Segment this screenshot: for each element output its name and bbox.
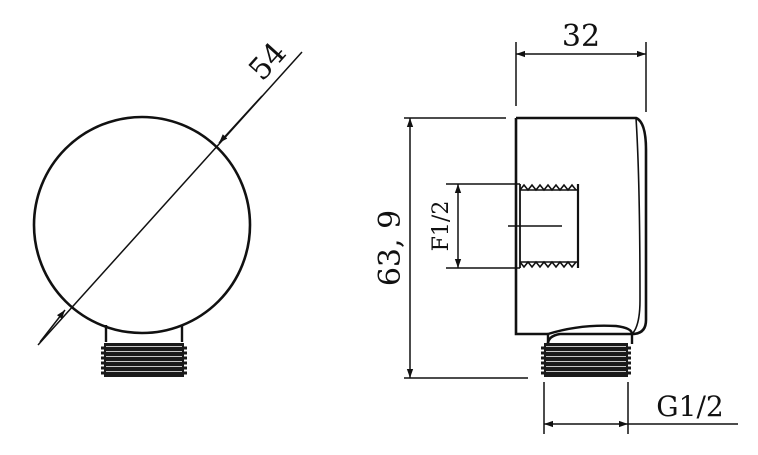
front-thread-outlet — [101, 343, 187, 377]
side-thread-outlet — [541, 343, 631, 377]
inner-thread-label: F1/2 — [429, 201, 454, 252]
diameter-dimension-line — [37, 51, 303, 346]
width-label: 32 — [562, 19, 600, 54]
height-label: 63, 9 — [373, 210, 408, 286]
elbow-body-circle — [32, 115, 252, 335]
side-bottom-boss — [546, 324, 634, 344]
side-body-outline — [514, 116, 648, 345]
front-view: 54 — [32, 36, 303, 377]
inner-thread-bore — [508, 183, 580, 269]
diameter-arrow-lower — [39, 309, 66, 343]
elbow-neck — [104, 325, 184, 342]
diameter-arrow-upper — [218, 95, 263, 144]
side-view: 32 63, 9 F1/2 G1/2 — [373, 19, 738, 434]
side-body-inner-edge — [631, 117, 641, 335]
diameter-label: 54 — [242, 36, 294, 88]
outer-thread-label: G1/2 — [656, 390, 723, 423]
